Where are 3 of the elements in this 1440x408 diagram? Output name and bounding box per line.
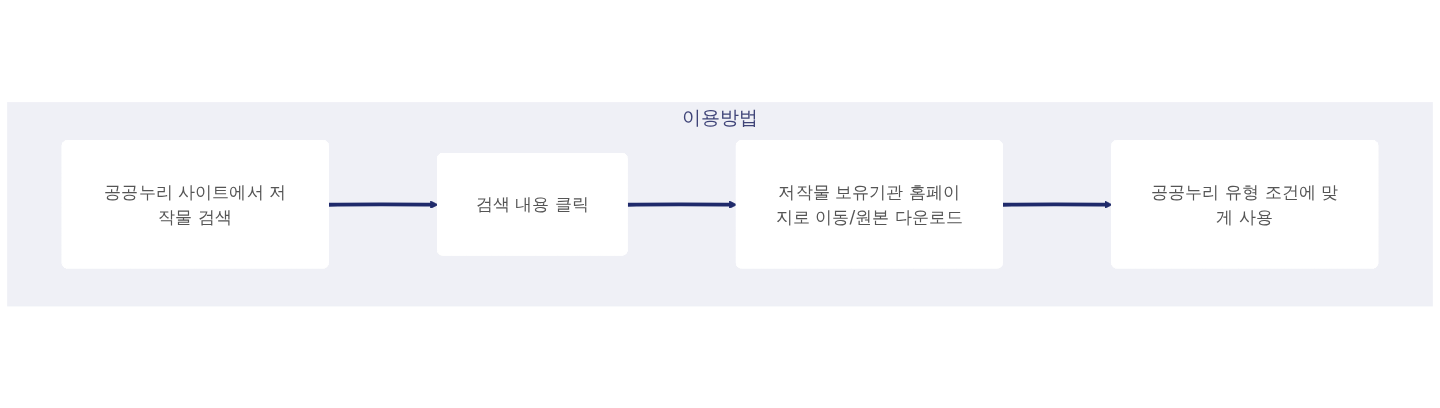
arrow — [328, 200, 439, 209]
arrow — [627, 200, 738, 209]
arrow — [1002, 200, 1113, 209]
